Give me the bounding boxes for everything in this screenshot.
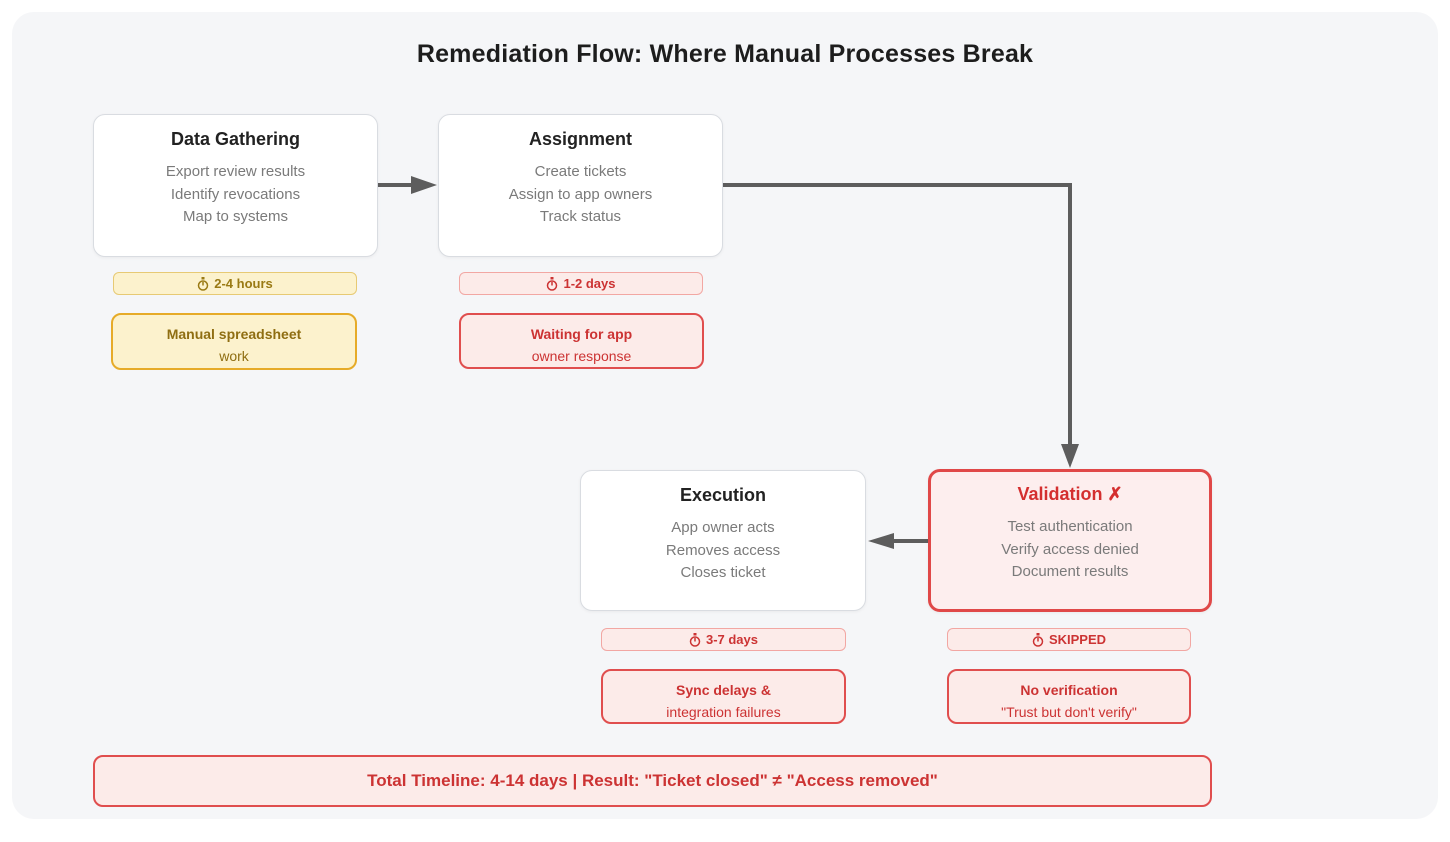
time-badge-data-gathering: 2-4 hours <box>113 272 357 295</box>
node-line: Removes access <box>665 541 781 559</box>
diagram-title: Remediation Flow: Where Manual Processes… <box>416 40 1034 68</box>
time-badge-validation: SKIPPED <box>947 628 1191 651</box>
node-assignment: Assignment Create tickets Assign to app … <box>438 114 723 257</box>
arrowhead-down-icon <box>1061 444 1079 468</box>
node-title: Assignment <box>528 129 633 149</box>
node-line: Test authentication <box>1007 518 1133 535</box>
time-badge-execution: 3-7 days <box>601 628 846 651</box>
node-line: App owner acts <box>671 519 775 536</box>
node-line: Document results <box>1011 563 1129 580</box>
note-assignment: Waiting for app owner response <box>459 313 704 369</box>
node-title: Validation ✗ <box>1017 484 1123 504</box>
time-badge-label: 3-7 days <box>705 632 759 647</box>
note-line-2: integration failures <box>666 704 781 720</box>
arrow-datagathering-assignment <box>378 183 412 187</box>
node-title: Data Gathering <box>170 129 301 149</box>
node-validation: Validation ✗ Test authentication Verify … <box>928 469 1212 612</box>
node-line: Track status <box>539 208 622 225</box>
node-line: Map to systems <box>182 208 289 225</box>
time-badge-label: SKIPPED <box>1048 632 1107 647</box>
summary-banner-text: Total Timeline: 4-14 days | Result: "Tic… <box>367 771 938 790</box>
arrowhead-left-icon <box>868 533 894 549</box>
arrow-assignment-validation-vertical <box>1068 183 1072 445</box>
arrow-validation-execution <box>892 539 928 543</box>
node-line: Verify access denied <box>1001 540 1139 558</box>
time-badge-label: 1-2 days <box>563 276 616 291</box>
time-badge-label: 2-4 hours <box>214 276 273 291</box>
note-line-2: owner response <box>531 348 632 364</box>
note-line-2: work <box>219 348 249 364</box>
stopwatch-icon <box>547 276 558 291</box>
node-line: Identify revocations <box>170 185 301 203</box>
note-data-gathering: Manual spreadsheet work <box>111 313 357 370</box>
arrow-assignment-validation-horizontal <box>723 183 1070 187</box>
note-line-1: No verification <box>1020 682 1118 698</box>
node-execution: Execution App owner acts Removes access … <box>580 470 866 611</box>
node-title: Execution <box>679 485 767 505</box>
note-line-1: Manual spreadsheet <box>166 326 302 342</box>
stopwatch-icon <box>1032 632 1044 647</box>
note-line-1: Sync delays & <box>676 682 771 698</box>
node-line: Closes ticket <box>680 564 766 581</box>
stopwatch-icon <box>197 276 209 291</box>
node-line: Export review results <box>165 163 306 180</box>
time-badge-assignment: 1-2 days <box>459 272 703 295</box>
node-data-gathering: Data Gathering Export review results Ide… <box>93 114 378 257</box>
summary-banner: Total Timeline: 4-14 days | Result: "Tic… <box>93 755 1212 807</box>
note-execution: Sync delays & integration failures <box>601 669 846 724</box>
node-line: Assign to app owners <box>508 185 653 203</box>
node-line: Create tickets <box>534 163 627 180</box>
note-line-1: Waiting for app <box>530 326 633 342</box>
stopwatch-icon <box>689 632 701 647</box>
note-line-2: "Trust but don't verify" <box>1001 704 1137 720</box>
arrowhead-right-icon <box>411 176 437 194</box>
note-validation: No verification "Trust but don't verify" <box>947 669 1191 724</box>
